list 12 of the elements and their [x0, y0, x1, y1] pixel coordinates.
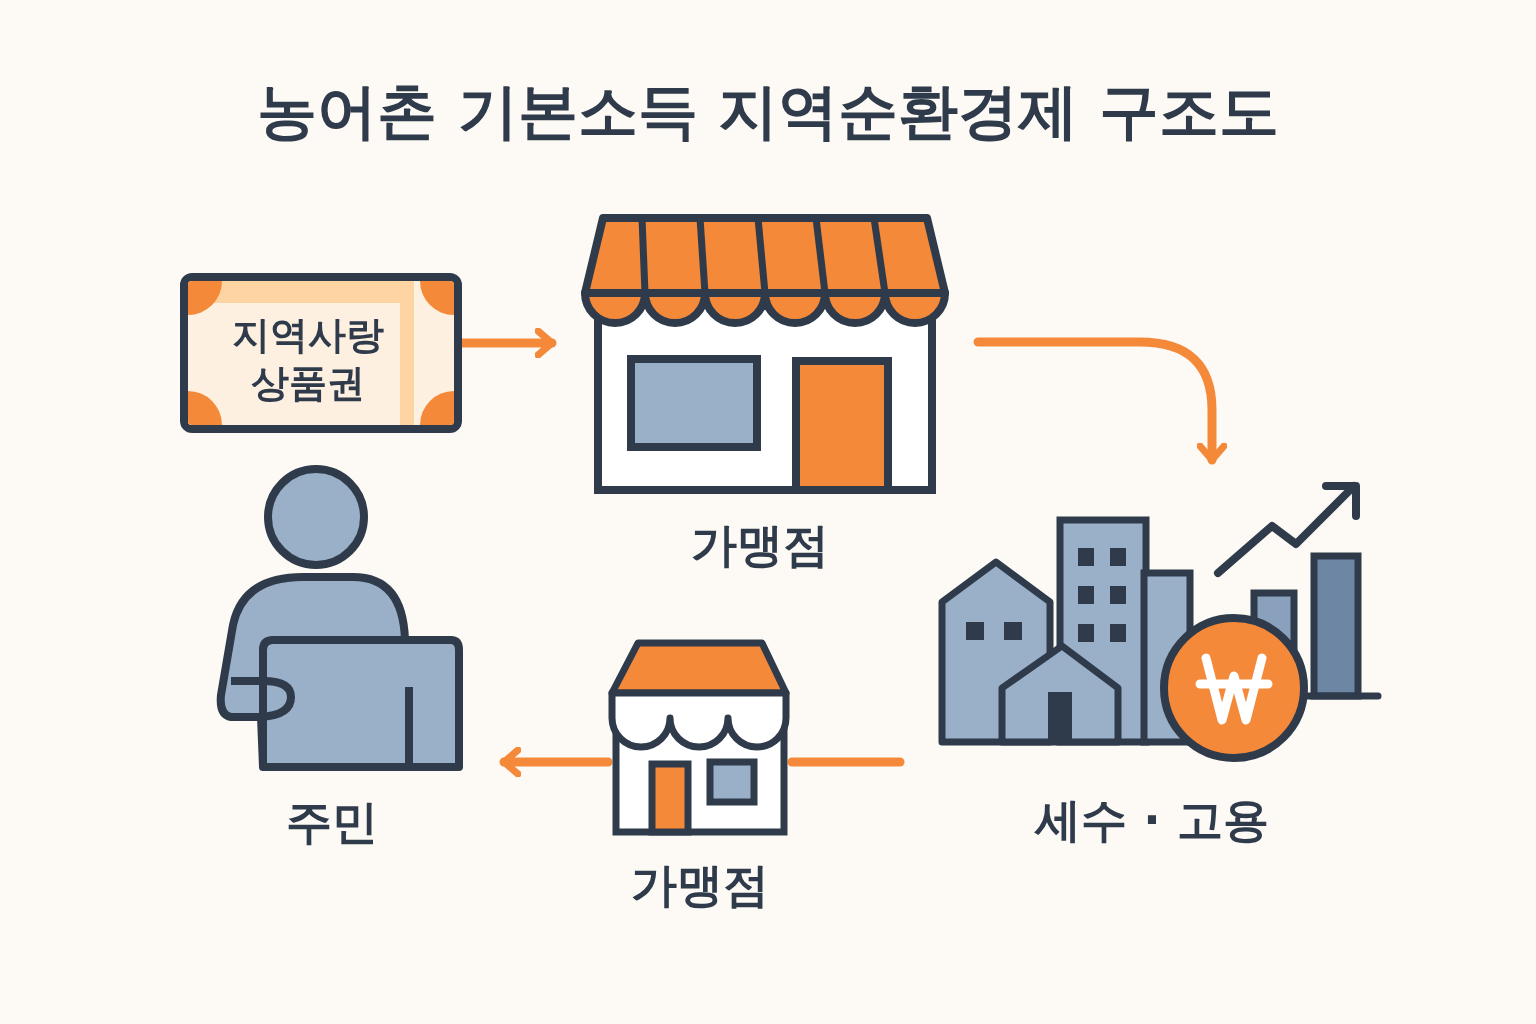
store-drawing — [608, 638, 792, 836]
arrow — [499, 746, 613, 778]
voucher-text: 지역사랑 상품권 — [231, 312, 385, 407]
store-drawing — [583, 213, 947, 495]
arrow — [973, 337, 1228, 465]
connector-line — [787, 757, 905, 767]
voucher-card — [180, 273, 462, 433]
node-label: 주민 — [286, 794, 378, 851]
node-label: 세수 · 고용 — [1035, 792, 1269, 849]
title: 농어촌 기본소득 지역순환경제 구조도 — [255, 75, 1281, 148]
node-label: 가맹점 — [691, 517, 829, 574]
node-label: 가맹점 — [631, 857, 769, 914]
